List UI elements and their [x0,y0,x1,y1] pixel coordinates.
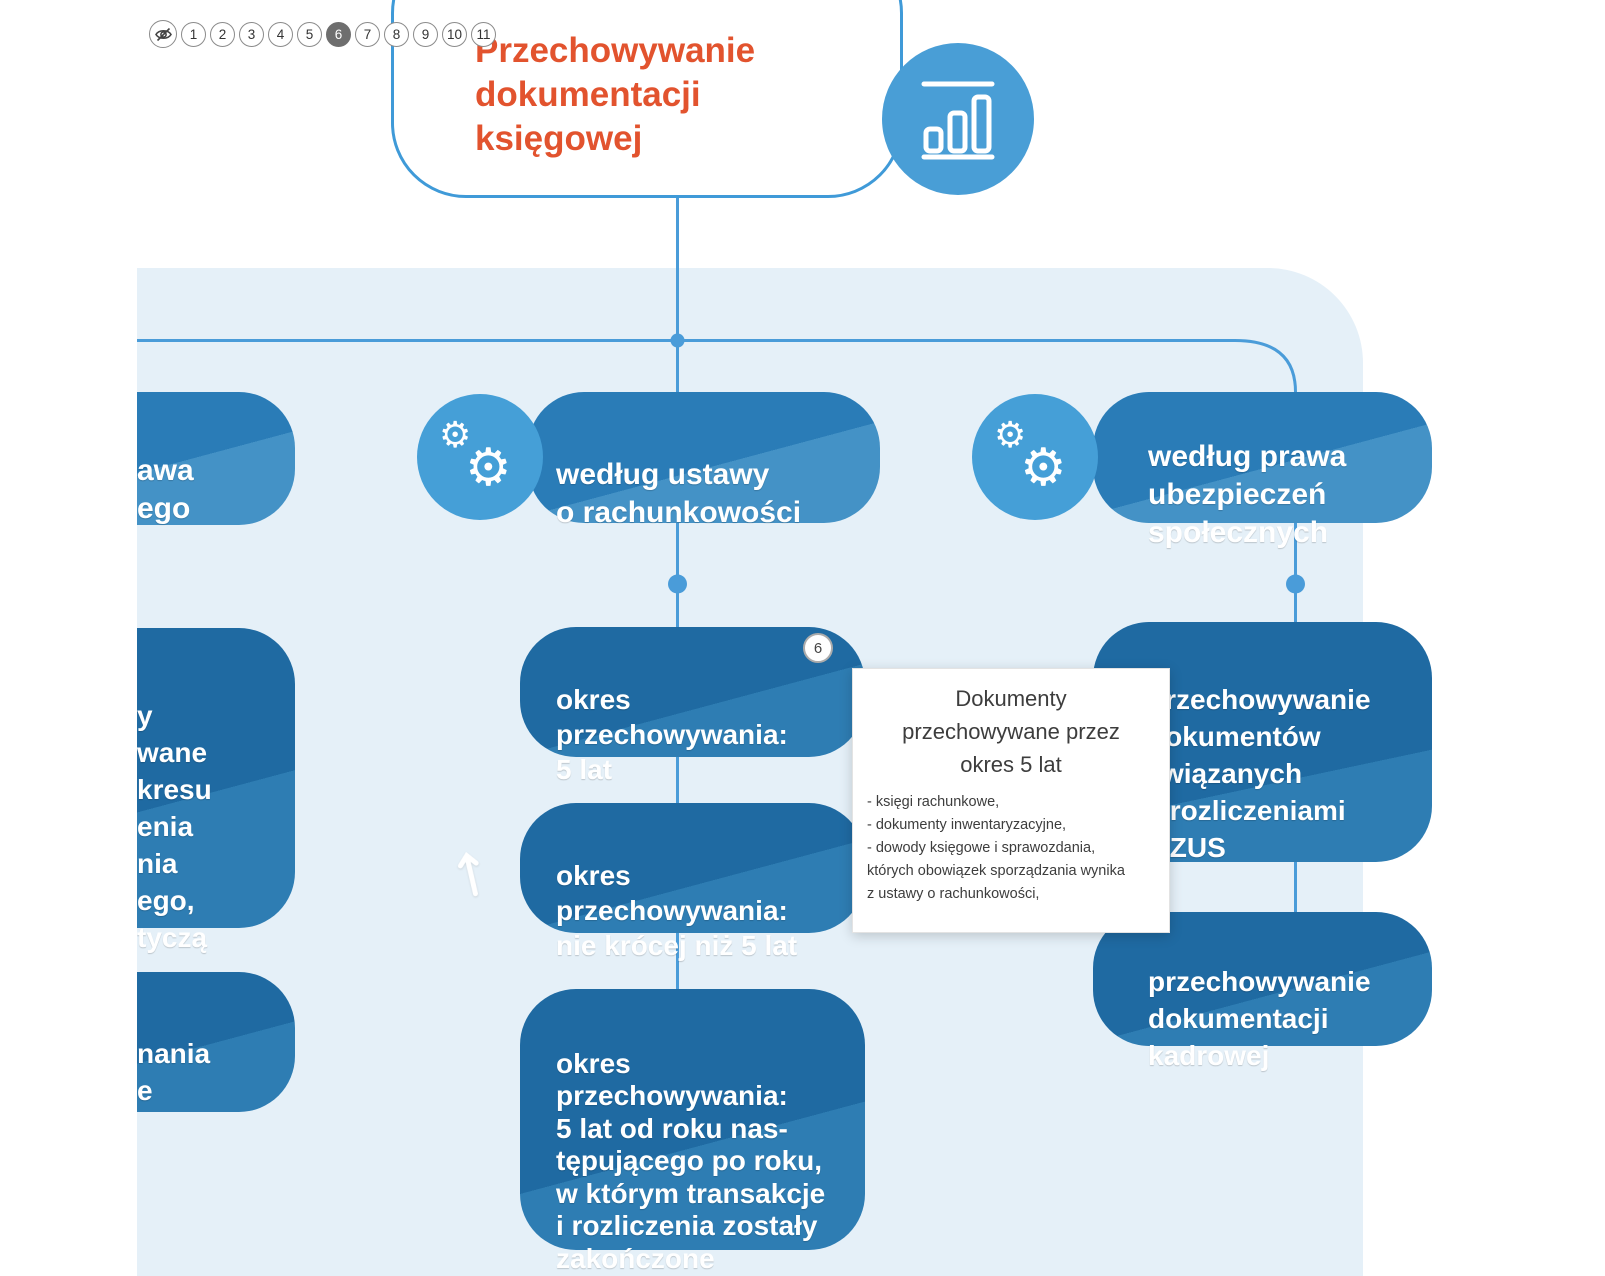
pager-item-9[interactable]: 9 [413,21,438,47]
gears-icon: ⚙ [439,415,472,456]
eye-off-icon [154,27,172,41]
node-text: okres przechowywania: 5 lat [556,684,788,785]
badge-number: 6 [813,639,823,657]
node-text: nania e [137,1038,211,1106]
branch-accounting-act-label: według ustawy o rachunkowości [556,458,802,529]
branch-accounting-act-icon-circle[interactable]: ⚙ ⚙ [417,394,543,520]
annotation-badge-6[interactable]: 6 [803,633,833,663]
gears-icon: ⚙ [465,438,512,498]
node-text: okres przechowywania: 5 lat od roku nas-… [556,1047,826,1274]
node-tax-docs-retention-partial[interactable]: y wane kresu enia nia ego, tyczą [137,628,295,953]
pager-item-8[interactable]: 8 [384,21,409,47]
mindmap-canvas: Przechowywanie dokumentacji księgowej aw… [137,0,1605,1276]
branch-accounting-act[interactable]: według ustawy o rachunkowości [528,392,880,529]
node-retention-5-years-after-transactions[interactable]: okres przechowywania: 5 lat od roku nas-… [520,989,865,1274]
branch-tax-law-label: awa ego [137,454,194,525]
node-text: przechowywanie dokumentów związanych z r… [1148,684,1371,863]
annotation-pager: 1 2 3 4 5 6 7 8 9 10 11 [149,20,496,48]
bar-chart-icon [921,81,995,160]
tooltip-body: - księgi rachunkowe, - dokumenty inwenta… [867,794,1125,902]
node-retention-not-less-5-years[interactable]: okres przechowywania: nie krócej niż 5 l… [520,803,865,961]
branch-tax-law-partial[interactable]: awa ego [137,392,295,525]
page-title: Przechowywanie dokumentacji księgowej [475,31,756,158]
pager-item-4[interactable]: 4 [268,21,293,47]
pager-item-2[interactable]: 2 [210,21,235,47]
pager-item-1[interactable]: 1 [181,21,206,47]
node-text: y wane kresu enia nia ego, tyczą [137,700,212,953]
branch-social-insurance-label: według prawa ubezpieczeń społecznych [1148,440,1347,549]
pager-item-6-active[interactable]: 6 [326,21,351,47]
node-text: przechowywanie dokumentacji kadrowej [1148,966,1371,1071]
tooltip-title: Dokumenty przechowywane przez okres 5 la… [902,686,1120,777]
node-hr-documentation[interactable]: przechowywanie dokumentacji kadrowej [1093,912,1432,1071]
tooltip-popup: Dokumenty przechowywane przez okres 5 la… [852,668,1170,933]
root-topic-bubble[interactable]: Przechowywanie dokumentacji księgowej [391,0,903,198]
branch-social-insurance-law[interactable]: według prawa ubezpieczeń społecznych [1093,392,1432,549]
node-tax-returns-partial[interactable]: nania e [137,972,295,1112]
root-topic-icon-circle[interactable] [882,43,1034,195]
branch-social-insurance-icon-circle[interactable]: ⚙ ⚙ [972,394,1098,520]
pager-item-10[interactable]: 10 [442,21,467,47]
cursor-arrow-icon [457,851,479,897]
gears-icon: ⚙ [994,415,1027,456]
pager-item-11[interactable]: 11 [471,21,496,47]
node-text: okres przechowywania: nie krócej niż 5 l… [556,860,798,961]
gears-icon: ⚙ [1020,438,1067,498]
pager-item-5[interactable]: 5 [297,21,322,47]
pager-item-7[interactable]: 7 [355,21,380,47]
pager-item-3[interactable]: 3 [239,21,264,47]
toggle-annotations-button[interactable] [149,20,177,48]
